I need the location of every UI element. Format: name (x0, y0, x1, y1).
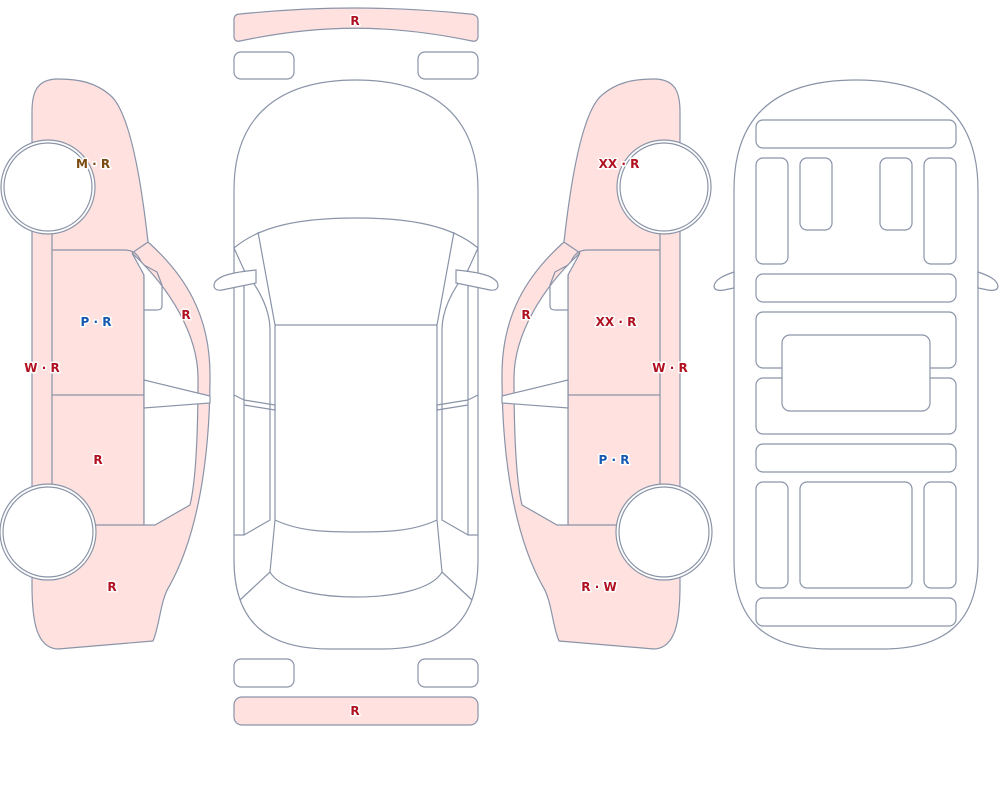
underbody-right-mirror (977, 271, 999, 291)
dashboard-panel (755, 119, 957, 149)
damage-code: R (101, 157, 110, 171)
front-left-seat-side (755, 157, 789, 265)
floor-cross-member-rear (755, 443, 957, 473)
right-handle-top (436, 394, 479, 411)
rear-right-taillight (417, 658, 479, 688)
damage-code: · (607, 453, 620, 467)
damage-code: · (38, 361, 51, 375)
left-rear-wheel (2, 486, 94, 578)
underbody-view (713, 79, 999, 650)
damage-code: W (24, 361, 37, 375)
damage-code: R (678, 361, 687, 375)
damage-code: P (599, 453, 608, 467)
rear-left-taillight (233, 658, 295, 688)
rear-left-edge (239, 571, 271, 601)
damage-code: P (81, 315, 90, 329)
damage-code: R (107, 580, 116, 594)
label-left-quarter: R (107, 580, 116, 594)
damage-code: R (630, 157, 639, 171)
damage-code: R (50, 361, 59, 375)
damage-code: R (350, 14, 359, 28)
left-side-view (0, 78, 211, 650)
label-rear-bumper: R (350, 704, 359, 718)
windshield-pillars (257, 231, 455, 326)
damage-code: · (88, 157, 101, 171)
center-floor-pan (781, 334, 931, 412)
rear-bumper[interactable] (233, 696, 479, 726)
label-left-front-door: P · R (81, 315, 112, 329)
damage-code: R (93, 453, 102, 467)
label-left-rear-door: R (93, 453, 102, 467)
label-right-front-door: XX · R (596, 315, 637, 329)
damage-code: M (76, 157, 88, 171)
top-body-outline (233, 79, 479, 650)
right-pillar-edge (563, 241, 581, 254)
underbody-left-mirror (713, 271, 735, 291)
damage-code: R (581, 580, 590, 594)
left-door-handle (143, 379, 211, 409)
damage-code: · (89, 315, 102, 329)
left-pillar-edge (131, 241, 149, 254)
damage-code: R (521, 308, 530, 322)
damage-code: W (603, 580, 616, 594)
rear-right-seat-side (923, 481, 957, 589)
floor-cross-member-front (755, 273, 957, 303)
damage-code: R (181, 308, 190, 322)
top-view (213, 7, 499, 726)
front-left-headlight (233, 51, 295, 80)
damage-code: · (591, 580, 604, 594)
front-bumper[interactable] (233, 7, 479, 42)
right-front-wheel (619, 142, 709, 232)
right-side-view (501, 78, 713, 650)
damage-code: R (627, 315, 636, 329)
right-rear-wheel (618, 486, 710, 578)
label-right-a-pillar: R (521, 308, 530, 322)
rear-right-edge (441, 571, 473, 601)
damage-code: W (652, 361, 665, 375)
rear-seat-bench (799, 481, 913, 589)
left-mirror (143, 264, 163, 311)
label-front-bumper: R (350, 14, 359, 28)
trunk-floor (755, 597, 957, 627)
underbody-outline (733, 79, 979, 650)
left-side-glass (233, 247, 245, 536)
damage-code: R (620, 453, 629, 467)
right-door-handle (501, 379, 569, 409)
label-right-rear-door: P · R (599, 453, 630, 467)
damage-code: R (350, 704, 359, 718)
right-mirror-top (455, 269, 499, 291)
front-right-headlight (417, 51, 479, 80)
right-mirror (549, 264, 569, 311)
left-handle-top (233, 394, 276, 411)
front-left-seat (799, 157, 833, 231)
label-right-front-fender: XX · R (599, 157, 640, 171)
roof-panel (274, 325, 438, 533)
damage-code: XX (596, 315, 615, 329)
damage-code: XX (599, 157, 618, 171)
left-mirror-top (213, 269, 257, 291)
left-front-wheel (3, 142, 93, 232)
damage-code: · (666, 361, 679, 375)
damage-code: · (617, 157, 630, 171)
label-right-quarter: R · W (581, 580, 616, 594)
label-right-rocker: W · R (652, 361, 687, 375)
damage-labels: R R M · R P · R R W · R R R XX · R XX · … (23, 13, 689, 720)
label-left-a-pillar: R (181, 308, 190, 322)
right-side-glass (467, 247, 479, 536)
front-right-seat-side (923, 157, 957, 265)
windshield (233, 217, 479, 249)
rear-window (269, 519, 443, 598)
front-right-seat (879, 157, 913, 231)
label-left-front-fender: M · R (76, 157, 110, 171)
damage-code: R (102, 315, 111, 329)
rear-left-seat-side (755, 481, 789, 589)
damage-code: · (614, 315, 627, 329)
label-left-rocker: W · R (24, 361, 59, 375)
